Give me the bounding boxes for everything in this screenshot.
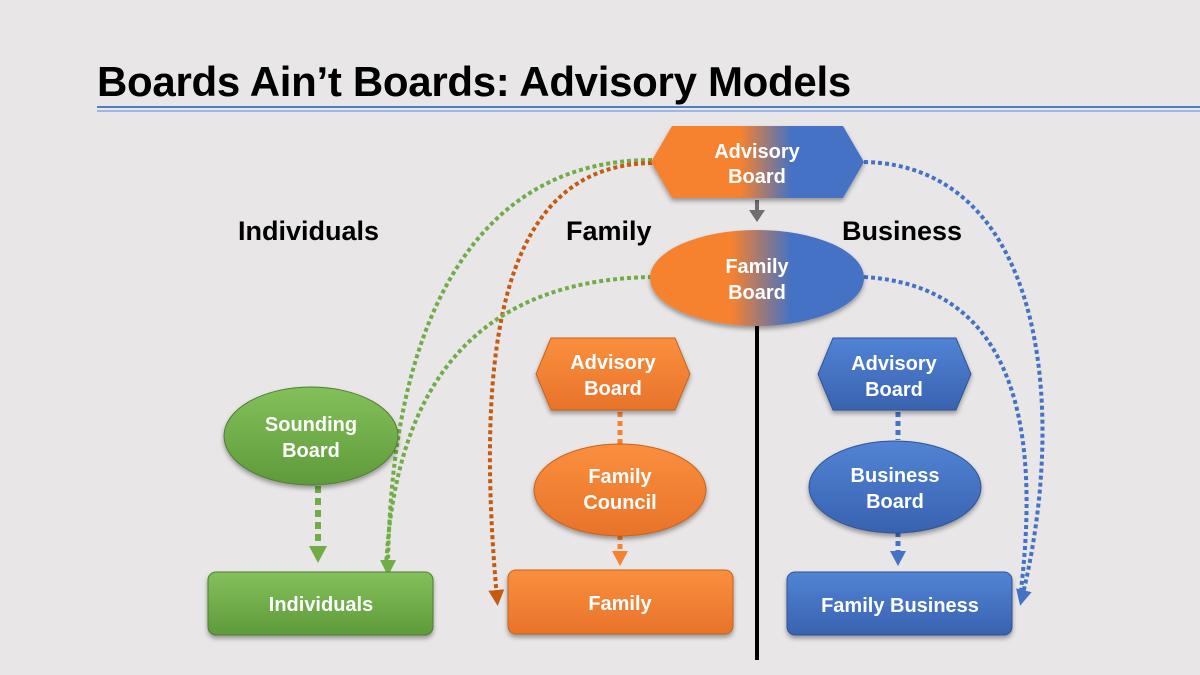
column-header-business: Business xyxy=(842,216,963,246)
business-board-node: Business Board xyxy=(808,440,982,534)
arrow-family-council-to-family xyxy=(612,535,628,566)
family-box-label: Family xyxy=(588,593,652,615)
family-box: Family xyxy=(507,569,734,635)
family-board-line2: Board xyxy=(728,282,786,304)
arrow-top-advisory-to-family-board xyxy=(749,200,765,222)
column-header-individuals: Individuals xyxy=(238,216,380,246)
family-board-line1: Family xyxy=(725,256,789,278)
family-advisory-board-node: Advisory Board xyxy=(535,337,691,411)
business-advisory-board-node: Advisory Board xyxy=(817,337,972,411)
family-board-node: Family Board xyxy=(650,230,864,326)
individuals-box: Individuals xyxy=(207,571,434,636)
top-advisory-board-line2: Board xyxy=(728,166,786,188)
business-advisory-board-line1: Advisory xyxy=(851,353,937,375)
family-council-line1: Family xyxy=(588,466,652,488)
connector-top-advisory-to-individuals xyxy=(380,158,653,576)
connector-top-advisory-to-family xyxy=(487,161,653,606)
connector-top-advisory-to-family-business xyxy=(863,160,1045,606)
connector-family-board-to-individuals xyxy=(384,275,653,569)
business-board-line1: Business xyxy=(851,465,940,487)
family-business-box: Family Business xyxy=(786,571,1013,636)
page-title: Boards Ain’t Boards: Advisory Models xyxy=(97,58,851,105)
sounding-board-line2: Board xyxy=(282,440,340,462)
sounding-board-line1: Sounding xyxy=(265,414,357,436)
arrow-business-board-to-family-business xyxy=(890,532,906,566)
family-business-box-label: Family Business xyxy=(821,595,979,617)
title-underline xyxy=(97,106,1200,112)
family-council-line2: Council xyxy=(583,492,656,514)
top-advisory-board-line1: Advisory xyxy=(714,141,800,163)
top-advisory-board-node: Advisory Board xyxy=(651,126,864,198)
family-advisory-board-line2: Board xyxy=(584,378,642,400)
sounding-board-node: Sounding Board xyxy=(223,386,399,486)
family-council-node: Family Council xyxy=(533,443,707,537)
column-header-family: Family xyxy=(566,216,652,246)
business-advisory-board-line2: Board xyxy=(865,379,923,401)
arrow-sounding-board-to-individuals xyxy=(309,486,327,563)
business-board-line2: Board xyxy=(866,491,924,513)
connector-family-board-to-family-business xyxy=(863,275,1029,599)
individuals-box-label: Individuals xyxy=(269,594,373,616)
family-advisory-board-line1: Advisory xyxy=(570,352,656,374)
